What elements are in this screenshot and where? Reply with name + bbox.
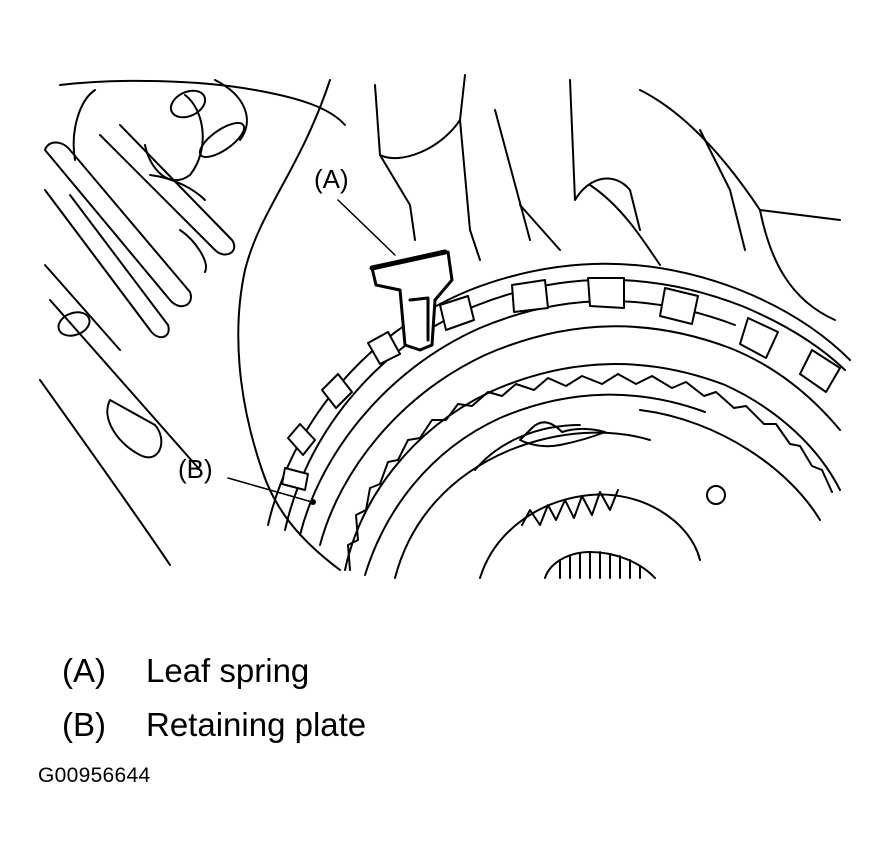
drum-teeth [281,277,841,491]
legend-key-a: (A) [62,652,106,689]
legend-item-b: (B) Retaining plate [62,698,366,752]
housing-outline [39,79,346,571]
figure-id: G00956644 [38,764,151,787]
callout-a: (A) [314,164,349,194]
legend: (A) Leaf spring (B) Retaining plate [62,644,366,752]
leader-lines [227,199,396,503]
leaf-spring [369,249,454,352]
center-hub [519,421,726,579]
leader-dot [310,499,316,505]
legend-text-a: Leaf spring [146,652,310,689]
legend-key-b: (B) [62,706,106,743]
inner-spline-ring [347,373,833,571]
legend-item-a: (A) Leaf spring [62,644,366,698]
upper-casting [374,74,841,321]
legend-text-b: Retaining plate [146,706,367,743]
callout-b: (B) [178,454,213,484]
transmission-clutch-diagram: (A) (B) [39,74,851,579]
clutch-drum [267,262,851,579]
housing-slots [44,89,246,471]
